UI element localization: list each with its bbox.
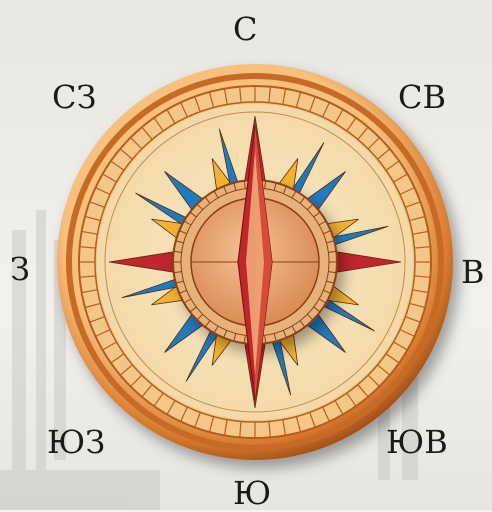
direction-label-west: З (10, 253, 30, 285)
direction-label-east: В (461, 256, 485, 288)
direction-label-northeast: СВ (398, 81, 446, 113)
direction-label-south: Ю (233, 477, 271, 509)
direction-label-southeast: ЮВ (386, 426, 448, 458)
direction-label-southwest: ЮЗ (47, 426, 105, 458)
direction-label-north: С (233, 13, 257, 45)
direction-label-northwest: СЗ (52, 81, 96, 113)
